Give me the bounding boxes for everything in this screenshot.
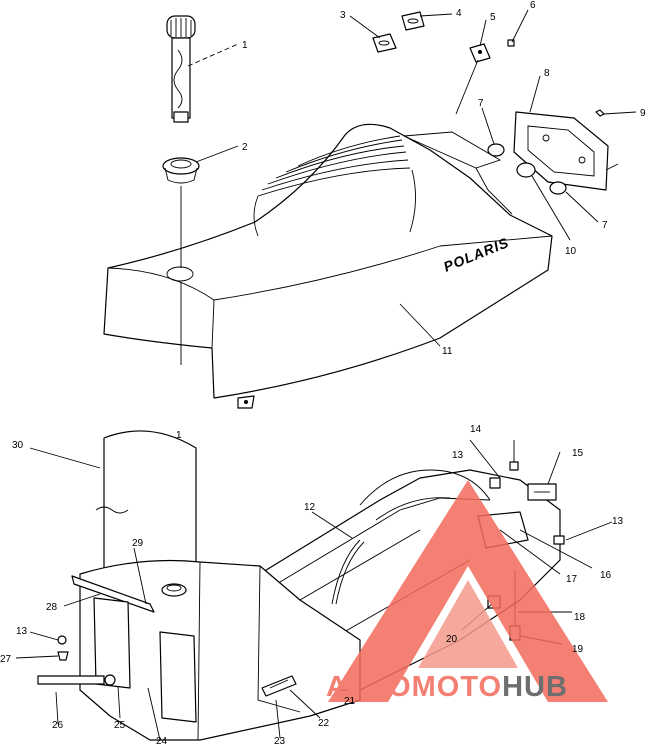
callout-3: 3 <box>340 10 346 21</box>
callout-29: 29 <box>132 538 144 549</box>
callout-22: 22 <box>318 718 330 729</box>
callout-20: 20 <box>446 634 458 645</box>
callout-9: 9 <box>640 108 646 119</box>
callout-30: 30 <box>12 440 24 451</box>
callout-15: 15 <box>572 448 584 459</box>
callout-16: 16 <box>600 570 612 581</box>
callout-1-lower: 1 <box>176 430 182 441</box>
callout-2: 2 <box>242 142 248 153</box>
callout-7-top: 7 <box>478 98 484 109</box>
callout-13-top: 13 <box>452 450 464 461</box>
small-hardware-top <box>372 11 515 63</box>
callout-17: 17 <box>566 574 578 585</box>
callout-11: 11 <box>442 346 453 357</box>
callout-1: 1 <box>242 40 248 51</box>
callout-13-left: 13 <box>16 626 28 637</box>
callout-24: 24 <box>156 736 168 745</box>
leader-lines <box>15 9 637 741</box>
callout-21: 21 <box>344 696 356 707</box>
watermark-triangle <box>328 480 608 702</box>
callout-19: 19 <box>572 644 584 655</box>
taillight-assembly <box>487 109 609 195</box>
callout-8: 8 <box>544 68 550 79</box>
fuel-cap-assembly <box>162 15 200 365</box>
seat-filler-hole <box>166 266 194 282</box>
callout-7-right: 7 <box>602 220 608 231</box>
callout-26: 26 <box>52 720 64 731</box>
seat-assembly: POLARIS <box>103 123 553 409</box>
watermark-logo: AUTOMOTOHUB <box>326 480 608 703</box>
svg-text:AUTOMOTOHUB: AUTOMOTOHUB <box>326 671 568 703</box>
callout-10: 10 <box>565 246 577 257</box>
callout-13-right: 13 <box>612 516 624 527</box>
callout-14: 14 <box>470 424 482 435</box>
callout-6: 6 <box>530 0 536 11</box>
callout-27: 27 <box>0 654 12 665</box>
callout-12: 12 <box>304 502 316 513</box>
callout-25: 25 <box>114 720 126 731</box>
watermark-text-moto: MOTO <box>412 671 502 703</box>
callout-23: 23 <box>274 736 286 745</box>
watermark-text-auto: AUTO <box>326 671 412 703</box>
callout-4: 4 <box>456 8 462 19</box>
callout-28: 28 <box>46 602 58 613</box>
callout-18: 18 <box>574 612 586 623</box>
callout-5: 5 <box>490 12 496 23</box>
watermark-text-hub: HUB <box>502 671 568 703</box>
